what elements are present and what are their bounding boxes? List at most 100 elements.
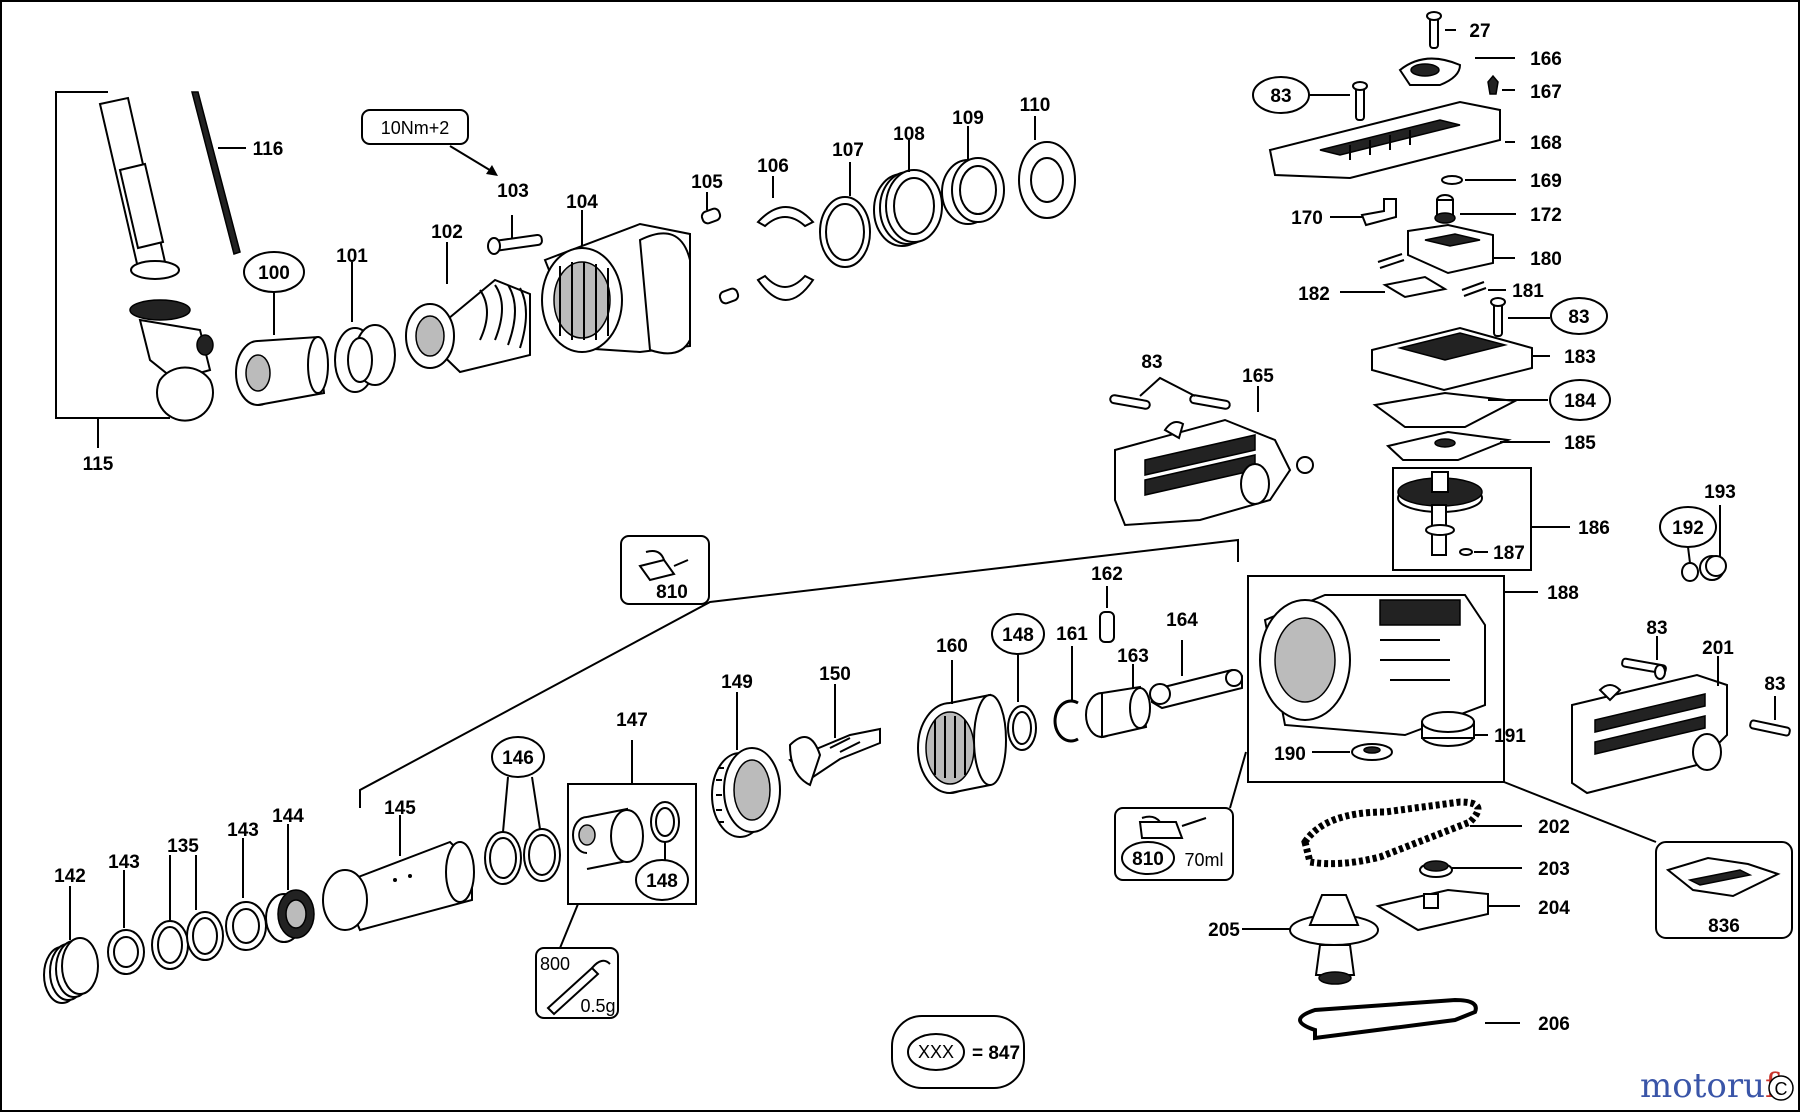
callout-204: 204 [1538, 898, 1570, 919]
callout-190: 190 [1274, 744, 1306, 765]
part-106 [756, 206, 815, 301]
torque-note-box [361, 109, 469, 145]
callout-142: 142 [54, 866, 86, 887]
part-168 [1268, 100, 1501, 180]
callout-135: 135 [167, 836, 199, 857]
part-107 [819, 196, 871, 268]
part-183 [1371, 326, 1533, 392]
callout-110: 110 [1020, 95, 1051, 116]
corner-mark: C [1775, 1079, 1788, 1099]
kit-836-icon [1665, 856, 1781, 898]
callout-146: 146 [502, 748, 534, 769]
callout-170: 170 [1291, 208, 1323, 229]
callout-169: 169 [1530, 171, 1562, 192]
grease-800-qty: 0.5g [580, 996, 615, 1016]
box-186 [1392, 467, 1532, 571]
callout-105: 105 [691, 172, 723, 193]
part-83-screw-mid [1490, 297, 1506, 337]
part-147 [572, 807, 644, 870]
callout-172: 172 [1530, 205, 1562, 226]
part-167 [1487, 74, 1499, 95]
callout-145: 145 [384, 798, 416, 819]
callout-106: 106 [757, 156, 789, 177]
part-146 [484, 828, 561, 885]
callout-168: 168 [1530, 133, 1562, 154]
callout-164: 164 [1166, 610, 1198, 631]
callout-163: 163 [1117, 646, 1149, 667]
callout-205: 205 [1208, 920, 1240, 941]
part-192-193 [1681, 555, 1727, 582]
part-170 [1360, 198, 1397, 227]
part-27 [1426, 11, 1442, 49]
callout-166: 166 [1530, 49, 1562, 70]
callout-circle-148-lower [635, 859, 689, 901]
part-164 [1149, 668, 1243, 710]
part-102 [405, 278, 531, 374]
part-202 [1301, 798, 1482, 868]
callout-circle-184 [1549, 379, 1611, 421]
callout-107: 107 [832, 140, 864, 161]
callout-182: 182 [1298, 284, 1330, 305]
callout-167: 167 [1530, 82, 1562, 103]
callout-202: 202 [1538, 817, 1570, 838]
callout-186: 186 [1578, 518, 1610, 539]
grease-gun-icon [546, 959, 611, 1016]
part-187 [1459, 548, 1473, 556]
callout-circle-810-right [1121, 841, 1175, 875]
part-190 [1351, 743, 1393, 761]
grease-800-label: 800 [540, 954, 570, 974]
callout-circle-146 [491, 736, 545, 778]
watermark-brand-a: motoru [1640, 1066, 1765, 1106]
part-180 [1377, 223, 1494, 275]
callout-181: 181 [1512, 281, 1544, 302]
callout-115: 115 [83, 454, 114, 475]
part-101 [334, 324, 396, 393]
callout-185: 185 [1564, 433, 1596, 454]
side-handle-assembly [55, 91, 214, 448]
part-205 [1289, 894, 1379, 985]
part-144 [265, 889, 315, 943]
part-203 [1419, 860, 1453, 878]
callout-83-top: 83 [1270, 86, 1291, 107]
legend-text: = 847 [972, 1043, 1020, 1064]
part-184 [1372, 391, 1519, 428]
callout-149: 149 [721, 672, 753, 693]
part-166 [1398, 57, 1462, 86]
grease-810-right-qty: 70ml [1184, 850, 1223, 870]
legend-symbol-circle [907, 1033, 965, 1071]
callout-27: 27 [1469, 21, 1490, 42]
depth-rod [191, 91, 241, 255]
corner-mark-circle [1768, 1075, 1794, 1101]
part-204 [1375, 888, 1489, 932]
callout-circle-83-mid [1550, 297, 1608, 335]
box-188 [1247, 575, 1505, 783]
part-100 [235, 335, 329, 406]
part-186 [1397, 471, 1483, 556]
part-201 [1571, 673, 1728, 795]
torque-note: 10Nm+2 [381, 118, 450, 138]
callout-180: 180 [1530, 249, 1562, 270]
callout-83-left: 83 [1141, 352, 1162, 373]
part-110 [1018, 141, 1076, 219]
grease-810-top-label: 810 [656, 582, 688, 603]
part-145 [322, 840, 475, 932]
callout-203: 203 [1538, 859, 1570, 880]
callout-102: 102 [431, 222, 463, 243]
callout-187: 187 [1493, 543, 1525, 564]
part-105 [700, 207, 740, 305]
part-149 [711, 747, 781, 838]
callout-165: 165 [1242, 366, 1274, 387]
part-165 [1109, 394, 1314, 527]
callout-108: 108 [893, 124, 925, 145]
part-103 [487, 233, 543, 255]
callout-148-upper: 148 [1002, 625, 1034, 646]
part-206 [1298, 997, 1478, 1041]
part-83-screw-top [1352, 81, 1368, 121]
callout-116: 116 [253, 139, 284, 160]
callout-100: 100 [258, 263, 290, 284]
oil-can-icon-top [638, 550, 689, 582]
callout-147: 147 [616, 710, 648, 731]
part-83-screw-lower [1621, 657, 1667, 680]
